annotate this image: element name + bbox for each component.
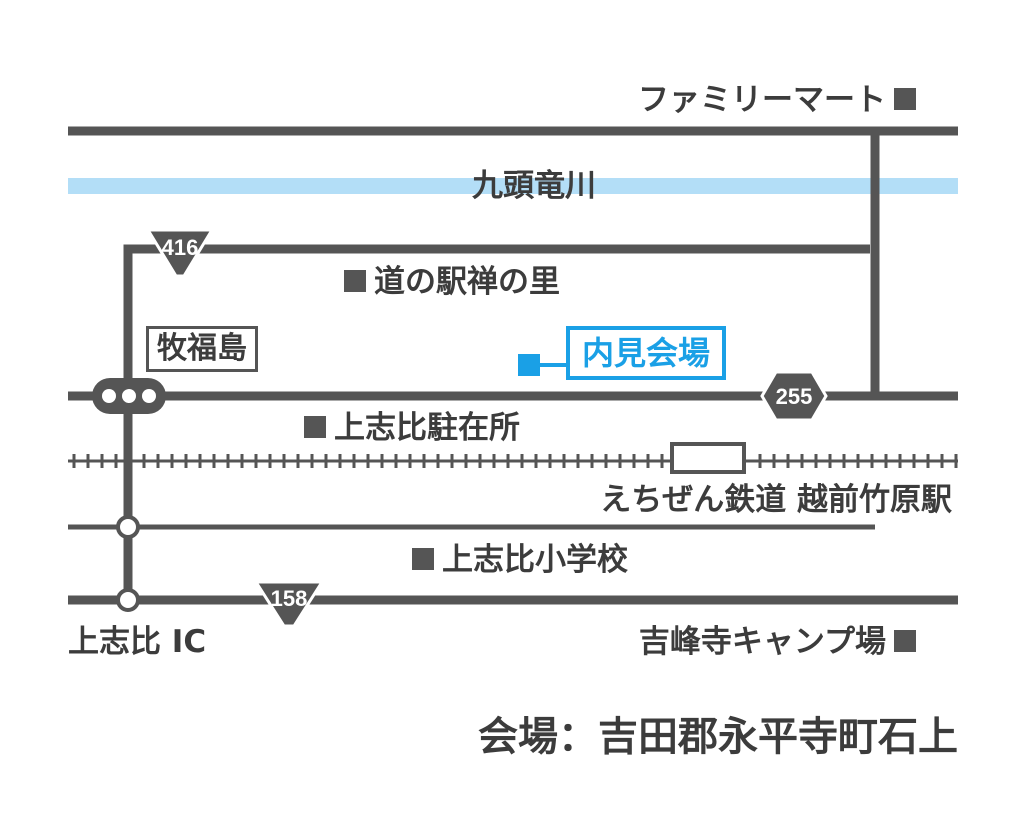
square-marker-icon (894, 629, 916, 652)
station-box (670, 442, 746, 474)
route-416-number: 416 (162, 235, 199, 260)
road-416 (123, 244, 870, 600)
river (68, 178, 958, 194)
square-marker-icon (894, 87, 916, 110)
label-michi-no-eki: 道の駅禅の里 (336, 262, 560, 302)
route-158-number: 158 (271, 586, 308, 611)
venue-address: 会場：吉田郡永平寺町石上 (478, 714, 958, 760)
square-marker-icon (412, 547, 434, 570)
railway-line (68, 442, 958, 474)
route-255-shield: 255 (760, 370, 828, 422)
venue-marker-icon (518, 354, 568, 376)
label-family-mart: ファミリーマート (638, 80, 924, 120)
label-kamishihi-office: 上志比駐在所 (296, 408, 520, 448)
square-marker-icon (344, 269, 366, 292)
label-river: 九頭竜川 (472, 168, 596, 204)
junction-circle (116, 515, 140, 539)
square-marker-icon (304, 415, 326, 438)
traffic-signal-icon (92, 378, 166, 414)
route-255-number: 255 (776, 384, 813, 409)
label-kamishihi-ic: 上志比 IC (68, 624, 207, 660)
junction-circle (116, 588, 140, 612)
route-416-shield: 416 (145, 228, 215, 278)
label-makifukushima: 牧福島 (146, 326, 258, 372)
route-158-shield: 158 (253, 580, 325, 628)
label-venue: 内見会場 (566, 326, 727, 380)
label-kamishihi-school: 上志比小学校 (404, 540, 628, 580)
label-kitchen-camp: 吉峰寺キャンプ場 (639, 622, 924, 662)
label-railway: えちぜん鉄道 越前竹原駅 (600, 482, 952, 518)
